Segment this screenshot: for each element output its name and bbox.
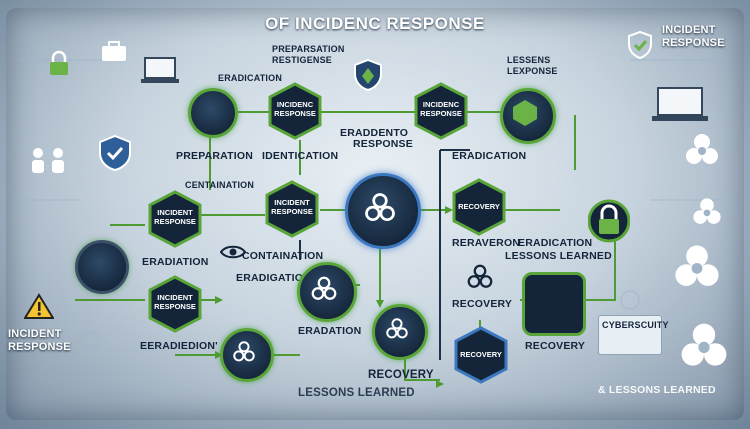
biohazard-icon-right-1: [686, 134, 718, 164]
label-recovery-mid: RECOVERY: [452, 298, 513, 310]
label-preparation: PREPARATION: [176, 150, 254, 162]
hex-5-line-1: INCIDENC: [422, 100, 460, 109]
lock-badge-icon: [513, 100, 537, 126]
biohazard-icon-right-4: [681, 323, 727, 366]
label-eradiedion: EERADIEDION': [140, 340, 218, 352]
cybersecurity-truck: [598, 315, 662, 355]
hex-7-line-1: RECOVERY: [460, 350, 502, 359]
laptop-icon: [141, 57, 179, 83]
circle-node-shield: [188, 88, 238, 138]
label-recovery-right: RECOVERY: [525, 340, 586, 352]
shield-check-icon: [628, 30, 652, 60]
label-lessons-top-2: LEXPONSE: [507, 66, 558, 76]
hex-node-recovery-2: RECOVERY: [452, 326, 510, 384]
briefcase-icon: [102, 41, 126, 61]
label-eradication-top: ERADICATION: [218, 73, 283, 83]
label-incident-tr-1: INCIDENT: [662, 24, 716, 36]
hex-1-line-1: INCIDENC: [276, 100, 314, 109]
label-incident-tr-2: RESPONSE: [662, 37, 725, 49]
label-identification: IDENTICATION: [262, 150, 339, 162]
label-eradiation: ERADIATION: [142, 256, 209, 268]
hex-3-line-2: RESPONSE: [154, 302, 196, 311]
circle-node-decorative-left: [75, 240, 129, 294]
label-recovery-bottom: RECOVERY: [368, 369, 434, 381]
biohazard-icon-left: [233, 341, 255, 362]
label-reraveron: RERAVERON: [452, 237, 521, 249]
circle-node-biohazard-bottom: [372, 304, 428, 360]
hex-3-line-1: INCIDENT: [157, 293, 193, 302]
label-eradication-right-2: ERADICATION: [518, 237, 593, 249]
hex-4-line-2: RESPONSE: [271, 207, 313, 216]
biohazard-icon-mid: [311, 276, 337, 300]
hex-2-line-2: RESPONSE: [154, 217, 196, 226]
biohazard-icon-right-3: [675, 245, 719, 286]
hex-6-line-1: RECOVERY: [458, 202, 500, 211]
label-lessons-learned-br: & LESSONS LEARNED: [598, 384, 716, 396]
hex-2-line-1: INCIDENT: [157, 208, 193, 217]
biohazard-icon-right-2: [693, 198, 721, 224]
shield-icon-top: [354, 58, 382, 92]
page-title: OF INCIDENC RESPONSE: [265, 14, 485, 33]
square-node-dashboard: [522, 272, 586, 336]
biohazard-icon-bottom: [386, 318, 408, 339]
label-eradicating-1: ERADDENTO: [340, 127, 409, 139]
circle-node-central-biohazard: [345, 173, 421, 249]
users-icon: [32, 148, 64, 173]
circle-node-biohazard-mid: [297, 262, 357, 322]
biohazard-icon-center: [365, 193, 395, 222]
label-containation: CONTAINATION: [242, 250, 324, 262]
label-centaination: CENTAINATION: [185, 180, 255, 190]
hex-node-recovery-1: RECOVERY: [450, 178, 508, 236]
laptop-icon-right: [652, 87, 708, 121]
label-preparation-top-2: RESTIGENSE: [272, 55, 333, 65]
label-eradicating-2: RESPONSE: [353, 138, 413, 150]
shield-icon: [99, 134, 131, 172]
label-incident-bl-2: RESPONSE: [8, 341, 71, 353]
label-eradation: ERADATION: [298, 325, 362, 337]
label-cybersecurity: CYBERSCUITY: [602, 320, 669, 330]
hex-4-line-1: INCIDENT: [274, 198, 310, 207]
label-lessons-top-1: LESSENS: [507, 55, 551, 65]
padlock-icon-right: [588, 199, 630, 243]
label-lessons-learned-bottom: LESSONS LEARNED: [298, 387, 415, 399]
label-incident-bl-1: INCIDENT: [8, 328, 62, 340]
hex-1-line-2: RESPONSE: [274, 109, 316, 118]
circle-node-biohazard-left: [220, 328, 274, 382]
hex-5-line-2: RESPONSE: [420, 109, 462, 118]
label-lessons-learned-right: LESSONS LEARNED: [505, 250, 612, 262]
warning-icon: [24, 293, 54, 319]
biohazard-icon-recovery: [467, 264, 493, 288]
label-eradication-mid: ERADIGATION: [236, 272, 311, 284]
eye-icon: [220, 245, 246, 259]
label-preparation-top: PREPARSATION: [272, 44, 345, 54]
padlock-icon: [50, 50, 68, 75]
label-eradication-right: ERADICATION: [452, 150, 527, 162]
